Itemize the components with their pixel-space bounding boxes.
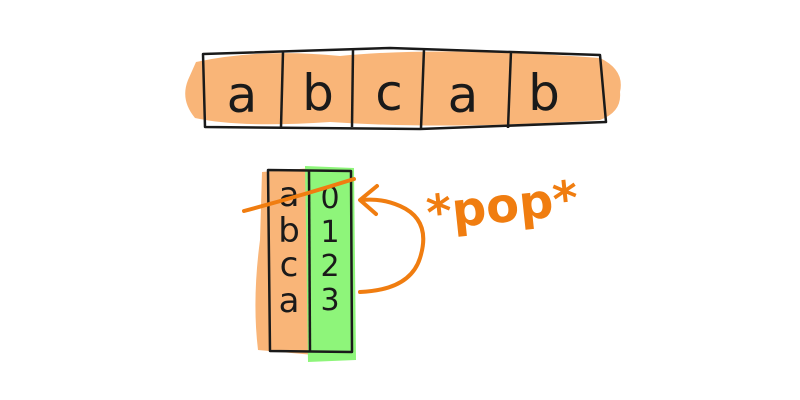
cell-divider (419, 48, 426, 129)
string-cell-0: a (227, 66, 258, 124)
stack-index-3: 3 (320, 283, 339, 318)
string-row-highlight (185, 51, 621, 126)
cell-divider (506, 50, 513, 129)
pop-label: *pop* (424, 170, 581, 242)
column-divider (307, 169, 312, 353)
string-row-box (201, 46, 608, 131)
stack-index-2: 2 (320, 249, 339, 284)
cell-divider (279, 51, 285, 128)
pop-arrow-curve (358, 197, 426, 294)
string-cell-3: a (448, 66, 479, 124)
stack-table-box (266, 168, 354, 354)
stack-char-3: a (279, 281, 300, 321)
stack-char-0: a (279, 175, 300, 215)
pop-arrow (358, 184, 426, 294)
pop-arrow-head (358, 184, 379, 216)
stack-index-1: 1 (320, 215, 339, 250)
pop-strike-line (242, 177, 356, 213)
string-cell-2: c (375, 64, 403, 122)
string-cell-4: b (528, 64, 560, 122)
stack-char-2: c (280, 245, 299, 285)
string-row: a b c a b (185, 46, 621, 131)
stack-char-1: b (278, 211, 300, 251)
index-column-highlight (305, 166, 356, 362)
cell-divider (350, 49, 355, 128)
string-cell-1: b (302, 64, 334, 122)
stack-table: a b c a 0 1 2 3 (242, 166, 356, 362)
